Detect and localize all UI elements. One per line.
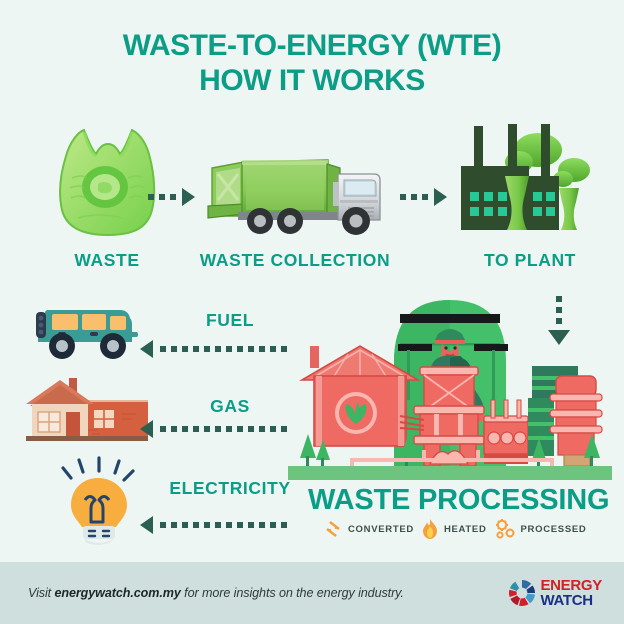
conversion-arrows-icon (326, 521, 340, 537)
tag-processed: PROCESSED (493, 518, 587, 540)
energy-watch-logo[interactable]: ENERGY WATCH (507, 578, 602, 608)
step-label-to-plant: TO PLANT (484, 250, 576, 270)
dotted-arrow-left-icon-fuel (140, 340, 287, 358)
page-title: WASTE-TO-ENERGY (WTE) HOW IT WORKS (0, 28, 624, 99)
plastic-waste-bag-icon (48, 122, 166, 242)
tag-label-heated: HEATED (443, 523, 487, 535)
output-label-fuel: FUEL (205, 310, 255, 330)
step-label-waste-collection: WASTE COLLECTION (199, 250, 391, 270)
output-label-gas: GAS (210, 396, 250, 416)
footer-bar: Visit energywatch.com.my for more insigh… (0, 562, 624, 624)
footer-prefix: Visit (28, 586, 55, 600)
processing-tags: CONVERTED HEATED PROCESSED (322, 518, 586, 540)
tag-label-processed: PROCESSED (520, 523, 587, 535)
power-plant-icon (455, 118, 605, 240)
dotted-arrow-left-icon-gas (140, 420, 287, 438)
tag-heated: HEATED (420, 518, 487, 540)
dotted-arrow-right-icon-1 (148, 188, 195, 206)
footer-text: Visit energywatch.com.my for more insigh… (28, 586, 404, 600)
flame-icon (422, 519, 437, 539)
energy-watch-wheel-logo (509, 580, 536, 606)
processing-caption: WASTE PROCESSING (308, 484, 610, 516)
logo-word-energy: ENERGY (540, 577, 602, 594)
jeep-vehicle-icon (28, 296, 144, 364)
title-line-1: WASTE-TO-ENERGY (WTE) (122, 29, 502, 62)
house-icon (22, 372, 148, 444)
garbage-truck-icon (198, 138, 390, 238)
dotted-arrow-left-icon-electricity (140, 516, 287, 534)
logo-wordmark: ENERGY WATCH (540, 578, 602, 608)
light-bulb-icon (45, 452, 149, 548)
waste-processing-plant-illustration (288, 288, 612, 480)
title-line-2: HOW IT WORKS (199, 64, 425, 98)
footer-site-link[interactable]: energywatch.com.my (54, 586, 181, 600)
footer-suffix: for more insights on the energy industry… (180, 586, 404, 600)
tag-converted: CONVERTED (322, 519, 414, 539)
tag-label-converted: CONVERTED (348, 523, 414, 535)
dotted-arrow-right-icon-2 (400, 188, 447, 206)
output-label-electricity: ELECTRICITY (169, 478, 291, 498)
logo-word-watch: WATCH (540, 592, 593, 609)
dotted-arrow-down-icon (548, 296, 570, 345)
step-label-waste: WASTE (74, 250, 140, 270)
gears-icon (495, 519, 515, 539)
